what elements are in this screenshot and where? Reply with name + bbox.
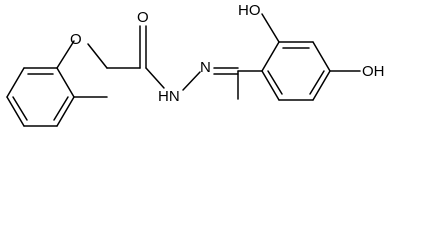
oxygen-ch2-bond xyxy=(87,43,108,69)
ortho-hydroxyl-label: HO xyxy=(238,2,261,19)
carbonyl-nh-bond xyxy=(145,67,165,89)
nh-label: HN xyxy=(158,88,180,105)
chemical-structure-diagram: O O HN N xyxy=(6,2,385,127)
dihydroxyphenyl-ring xyxy=(261,41,331,101)
ether-oxygen-label: O xyxy=(70,31,82,48)
ortho-oh-bond xyxy=(261,13,280,43)
para-hydroxyl-label: OH xyxy=(362,63,385,80)
tolyl-ring xyxy=(6,67,75,127)
ring-oxygen-bond xyxy=(56,40,75,69)
structure-svg: O O HN N xyxy=(6,2,385,127)
imine-nitrogen-label: N xyxy=(200,59,211,76)
n-n-bond xyxy=(182,71,201,91)
carbonyl-oxygen-label: O xyxy=(137,9,149,26)
